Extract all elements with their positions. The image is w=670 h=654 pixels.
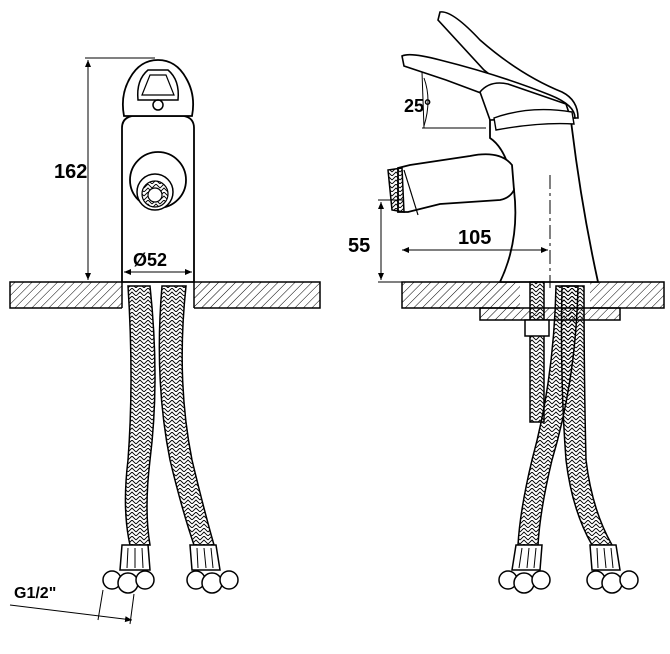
fitting-left <box>102 544 155 594</box>
mounting-plate <box>479 307 621 321</box>
fitting-side-left <box>498 544 551 594</box>
faucet-body-side <box>489 111 600 283</box>
dim-spout-reach-label: 105 <box>458 227 491 249</box>
dim-line-thread <box>9 604 133 623</box>
fitting-side-right <box>586 544 639 594</box>
hose-right-side <box>560 285 614 546</box>
dim-thread-label: G1/2" <box>14 585 56 602</box>
dim-spout-height-label: 55 <box>348 235 370 257</box>
dim-diameter-label: Ø52 <box>133 250 167 270</box>
front-view: 162 Ø52 G1/2" <box>9 57 321 625</box>
dim-angle-label: 25° <box>404 96 431 116</box>
hose-left-front <box>124 285 156 546</box>
threaded-rod <box>529 281 545 423</box>
fitting-right <box>186 544 239 594</box>
spout <box>397 153 515 213</box>
hose-right-front <box>158 285 215 546</box>
side-view: 25° 55 105 <box>348 11 665 594</box>
dim-height-label: 162 <box>54 161 87 183</box>
indicator-dot-icon <box>152 99 164 111</box>
handle-front <box>121 59 195 117</box>
